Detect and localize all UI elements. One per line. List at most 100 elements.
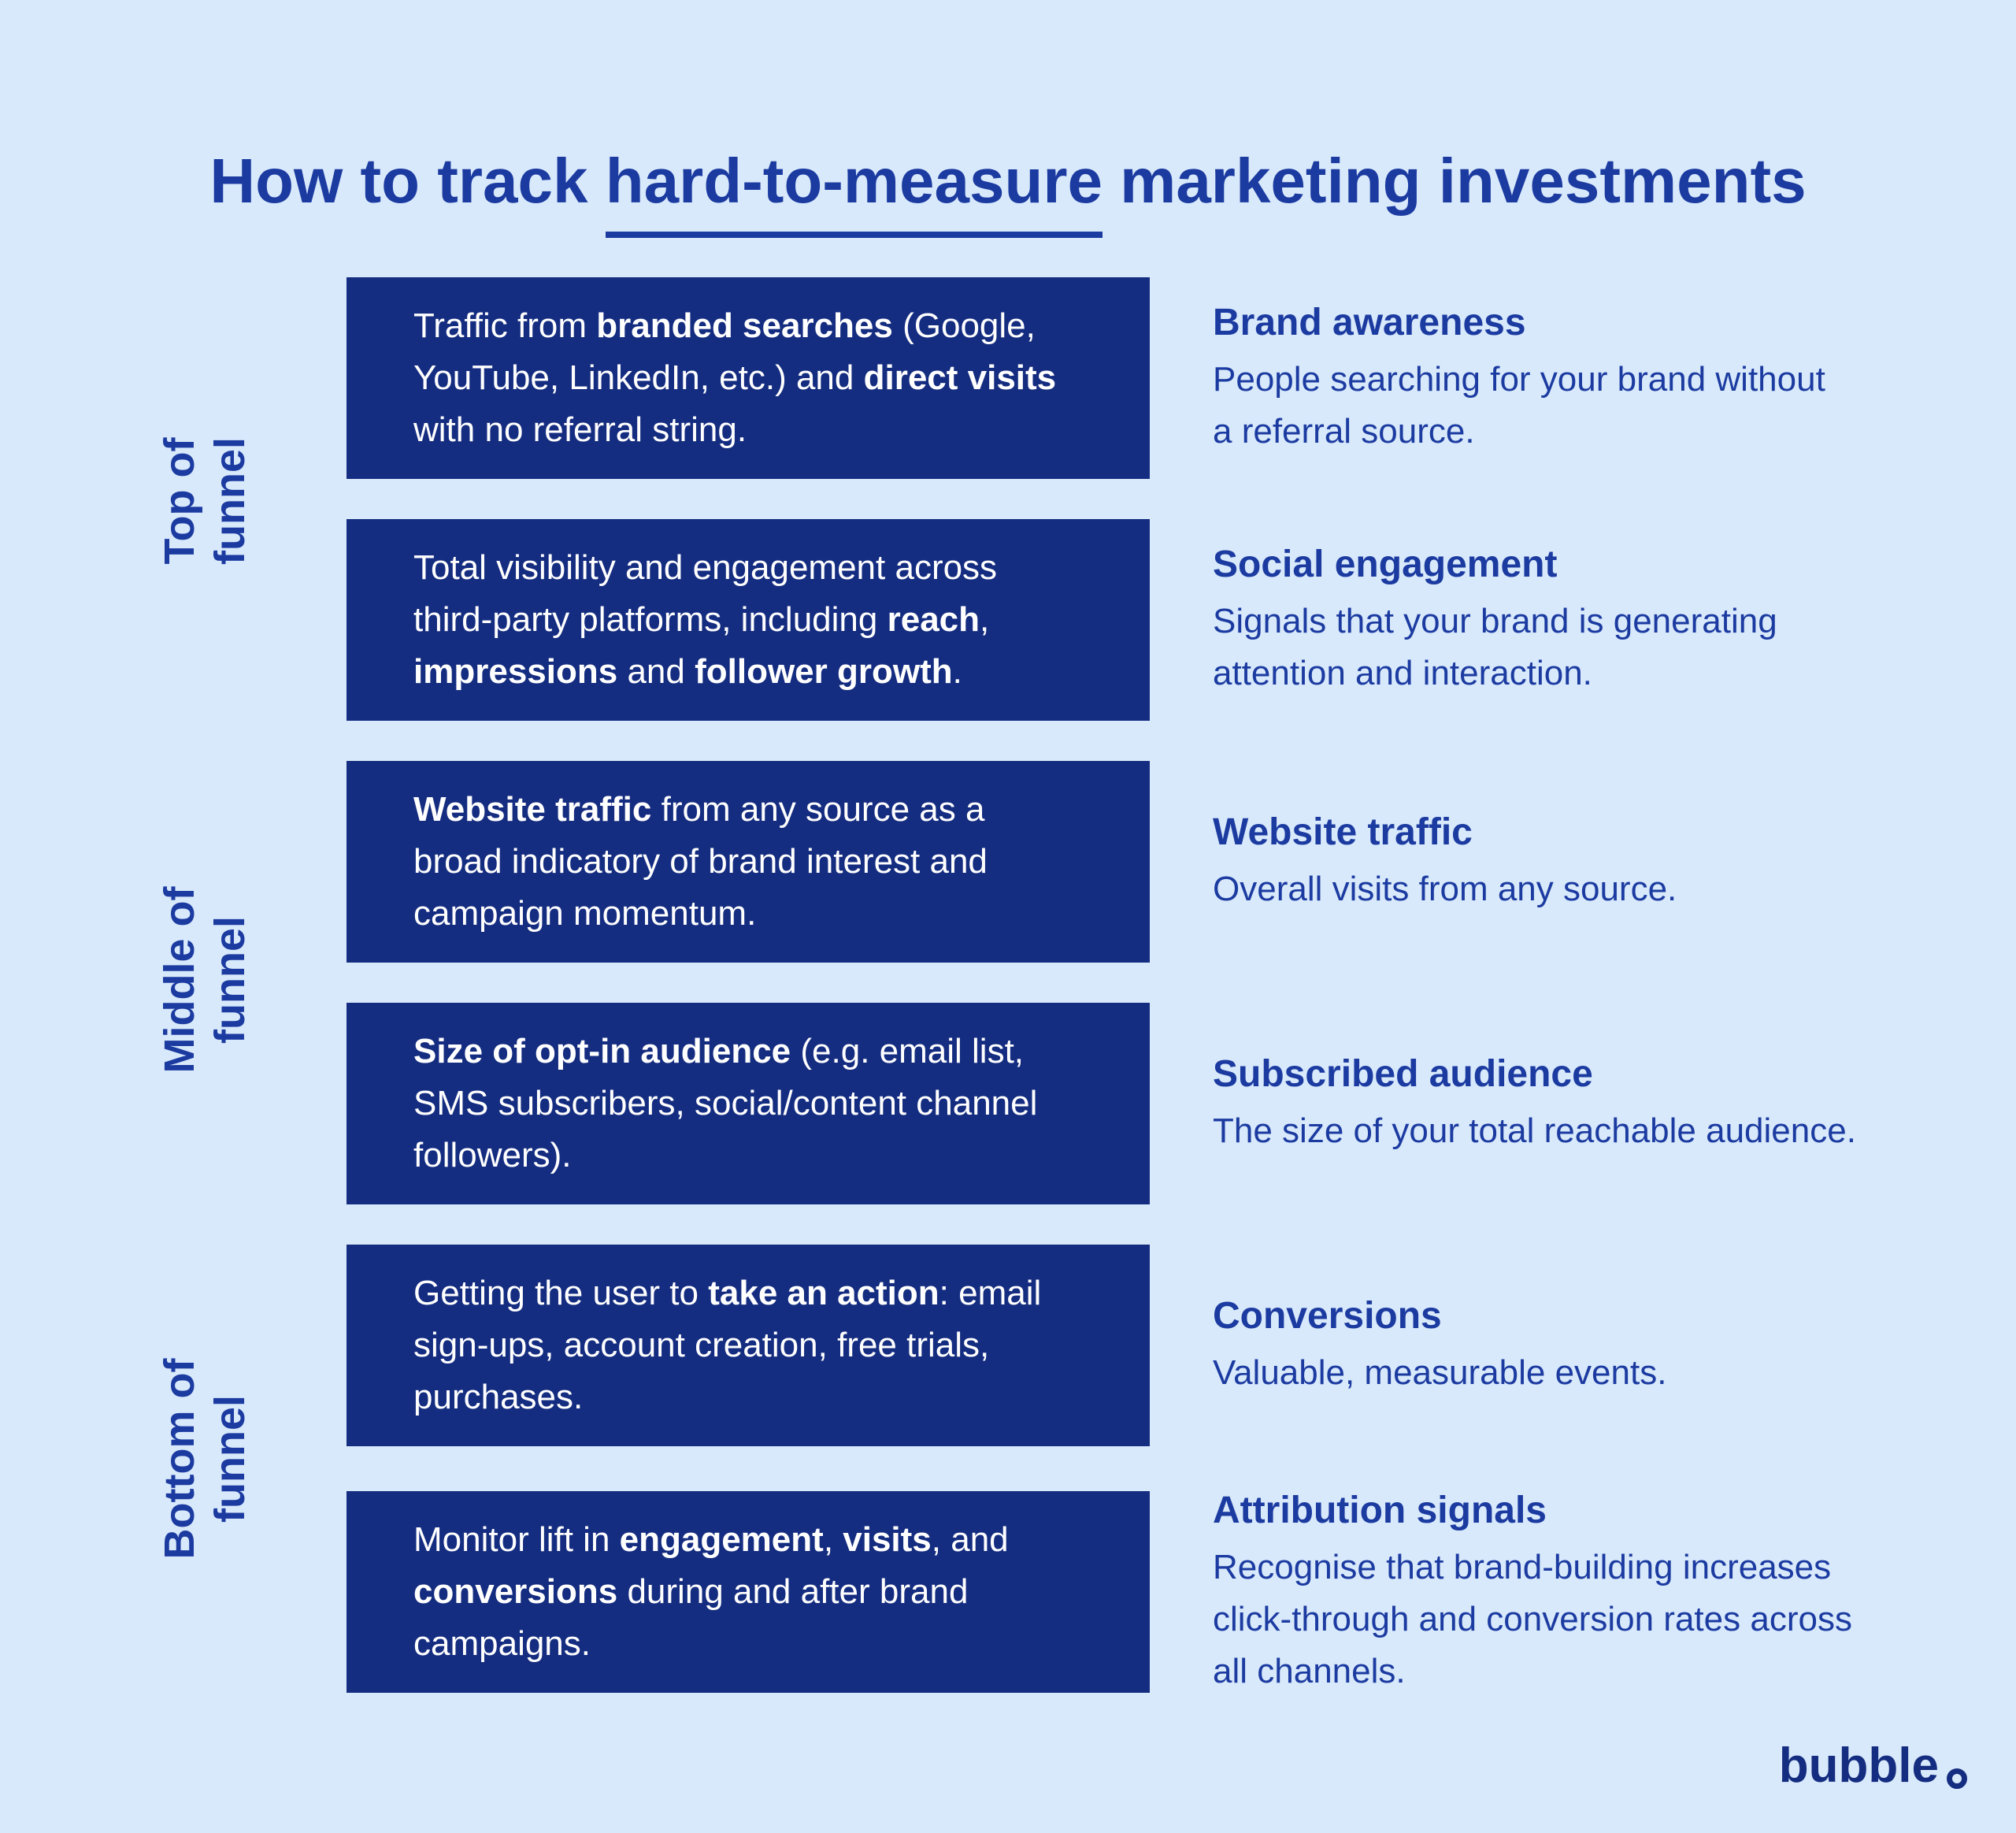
funnel-label-line: funnel: [206, 1395, 254, 1523]
metric-box-text-segment: ,: [823, 1520, 843, 1559]
metric-summary: Social engagement Signals that your bran…: [1213, 540, 1856, 699]
funnel-label-line: Top of: [156, 437, 203, 565]
metric-summary: Website traffic Overall visits from any …: [1213, 808, 1856, 915]
metric-box-text-segment: : email: [939, 1274, 1042, 1312]
metric-box-text-segment: .: [952, 652, 962, 691]
metric-box-text-segment: campaign momentum.: [413, 894, 757, 933]
metric-box-text-segment: broad indicatory of brand interest and: [413, 842, 988, 881]
metric-box-text-line: Total visibility and engagement across: [413, 542, 1126, 594]
metric-summary-desc-line: Signals that your brand is generating: [1213, 602, 1777, 640]
metric-summary-desc: Valuable, measurable events.: [1213, 1347, 1856, 1399]
title-text: How to track: [209, 145, 606, 216]
metric-box-text-segment: direct visits: [863, 358, 1057, 397]
metric-box-text-segment: during and after brand: [617, 1572, 969, 1611]
metric-summary-title: Social engagement: [1213, 544, 1558, 585]
metric-box-text-segment: YouTube, LinkedIn, etc.) and: [413, 358, 864, 397]
metric-summary: Brand awareness People searching for you…: [1213, 299, 1856, 458]
logo-dot-icon: [1947, 1768, 1967, 1789]
metric-box-text-segment: followers).: [413, 1136, 572, 1174]
metric-summary-desc-line: attention and interaction.: [1213, 654, 1592, 692]
metric-box-text-segment: (Google,: [892, 306, 1036, 345]
metric-box-text-line: Size of opt-in audience (e.g. email list…: [413, 1026, 1126, 1078]
funnel-label-line: funnel: [206, 916, 254, 1044]
metric-box: Monitor lift in engagement, visits, and c…: [346, 1491, 1150, 1693]
metric-summary-title: Brand awareness: [1213, 302, 1526, 343]
metric-summary-desc-line: Valuable, measurable events.: [1213, 1353, 1667, 1392]
metric-box-text-segment: sign-ups, account creation, free trials,: [413, 1326, 990, 1364]
funnel-label-line: Middle of: [156, 886, 203, 1074]
metric-box-text-segment: Traffic from: [413, 306, 597, 345]
page-title: How to track hard-to-measure marketing i…: [0, 145, 2016, 238]
bubble-logo: bubble: [1779, 1738, 1967, 1794]
metric-box-text-line: campaigns.: [413, 1618, 1126, 1670]
funnel-rows: Traffic from branded searches (Google,Yo…: [346, 277, 1856, 1738]
metric-box-text-segment: conversions: [413, 1572, 618, 1611]
metric-box-text-line: sign-ups, account creation, free trials,: [413, 1319, 1126, 1371]
metric-summary-title: Website traffic: [1213, 811, 1473, 853]
metric-box-text-line: Traffic from branded searches (Google,: [413, 300, 1126, 352]
funnel-row: Total visibility and engagement across th…: [346, 519, 1856, 721]
metric-box-text-segment: Total visibility and engagement across: [413, 548, 998, 587]
title-text: marketing investments: [1102, 145, 1807, 216]
metric-box-text-segment: with no referral string.: [413, 410, 747, 449]
metric-box: Getting the user to take an action: emai…: [346, 1245, 1150, 1446]
funnel-row: Monitor lift in engagement, visits, and c…: [346, 1486, 1856, 1698]
metric-box-text-segment: branded searches: [596, 306, 893, 345]
metric-box-text-segment: follower growth: [695, 652, 953, 691]
metric-box: Size of opt-in audience (e.g. email list…: [346, 1003, 1150, 1204]
funnel-row: Size of opt-in audience (e.g. email list…: [346, 1003, 1856, 1204]
metric-box-text-line: purchases.: [413, 1371, 1126, 1423]
funnel-label-line: Bottom of: [156, 1358, 203, 1560]
metric-box-text-segment: (e.g. email list,: [791, 1032, 1025, 1070]
metric-box-text-line: Getting the user to take an action: emai…: [413, 1267, 1126, 1319]
metric-box-text-line: Monitor lift in engagement, visits, and: [413, 1514, 1126, 1566]
metric-summary: Subscribed audience The size of your tot…: [1213, 1050, 1856, 1157]
metric-summary-desc: The size of your total reachable audienc…: [1213, 1105, 1856, 1157]
metric-box: Total visibility and engagement across th…: [346, 519, 1150, 721]
metric-box-text-line: YouTube, LinkedIn, etc.) and direct visi…: [413, 352, 1126, 404]
title-highlight: hard-to-measure: [605, 145, 1102, 238]
metric-box-text-line: third-party platforms, including reach,: [413, 594, 1126, 646]
metric-summary-desc-line: Recognise that brand-building increases: [1213, 1548, 1832, 1586]
metric-box-text-segment: , and: [931, 1520, 1009, 1559]
metric-summary-desc-line: click-through and conversion rates acros…: [1213, 1600, 1852, 1638]
metric-summary-title: Subscribed audience: [1213, 1053, 1593, 1095]
metric-summary-desc-line: all channels.: [1213, 1652, 1406, 1690]
metric-summary-desc-line: a referral source.: [1213, 412, 1475, 451]
metric-box-text-segment: take an action: [708, 1274, 939, 1312]
metric-summary-desc: Overall visits from any source.: [1213, 863, 1856, 915]
metric-summary-desc-line: Overall visits from any source.: [1213, 870, 1677, 908]
metric-summary-desc: Recognise that brand-building increases c…: [1213, 1542, 1856, 1698]
metric-summary-title: Attribution signals: [1213, 1490, 1547, 1531]
metric-box-text-line: followers).: [413, 1130, 1126, 1182]
logo-text: bubble: [1778, 1738, 1939, 1793]
metric-box-text-segment: ,: [980, 600, 990, 639]
metric-summary: Attribution signals Recognise that brand…: [1213, 1486, 1856, 1698]
funnel-row: Traffic from branded searches (Google,Yo…: [346, 277, 1856, 479]
metric-box-text-segment: impressions: [413, 652, 618, 691]
metric-box-text-segment: SMS subscribers, social/content channel: [413, 1084, 1038, 1122]
metric-box-text-segment: engagement: [619, 1520, 824, 1559]
metric-box-text-line: SMS subscribers, social/content channel: [413, 1078, 1126, 1130]
metric-box-text-segment: Monitor lift in: [413, 1520, 620, 1559]
metric-summary-title: Conversions: [1213, 1295, 1442, 1337]
metric-summary-desc-line: The size of your total reachable audienc…: [1213, 1111, 1856, 1150]
metric-box-text-line: campaign momentum.: [413, 888, 1126, 940]
metric-box-text-segment: reach: [887, 600, 980, 639]
metric-box-text-segment: Getting the user to: [413, 1274, 709, 1312]
metric-summary-desc: Signals that your brand is generating att…: [1213, 596, 1856, 699]
metric-box-text-line: impressions and follower growth.: [413, 646, 1126, 698]
funnel-row: Getting the user to take an action: emai…: [346, 1245, 1856, 1446]
metric-box-text-segment: third-party platforms, including: [413, 600, 888, 639]
metric-box-text-line: with no referral string.: [413, 404, 1126, 456]
metric-summary: Conversions Valuable, measurable events.: [1213, 1292, 1856, 1399]
metric-box-text-segment: Website traffic: [413, 790, 652, 829]
metric-box-text-segment: and: [617, 652, 695, 691]
